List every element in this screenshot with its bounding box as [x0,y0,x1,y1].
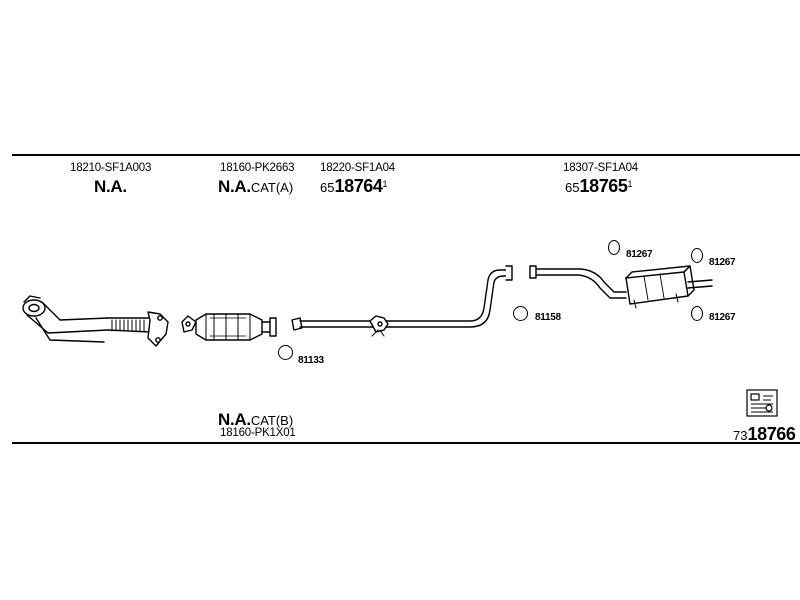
code-sup-center: 1 [382,179,388,189]
diagram-code-main: 18766 [747,424,796,444]
part-number-center-pipe: 18220-SF1A04 [320,162,395,174]
mounting-ring [513,306,528,321]
ring-ref: 81267 [709,312,736,323]
code-center-pipe: 65187641 [320,177,388,196]
code-main-rear: 18765 [579,176,628,196]
mounting-ring [691,306,703,321]
diagram-code: 7318766 [733,425,796,444]
part-number-cat-a: 18160-PK2663 [220,162,295,174]
top-rule [12,154,800,156]
diagram-code-prefix: 73 [733,428,748,443]
center-pipe [291,265,513,337]
code-main-center: 18764 [334,176,383,196]
mounting-ring [608,240,620,255]
rear-muffler [529,265,713,309]
catalytic-converter [181,313,277,341]
code-sup-rear: 1 [627,179,633,189]
ring-ref: 81267 [626,249,653,260]
part-number-downpipe: 18210-SF1A003 [70,162,152,174]
mounting-ring [278,345,293,360]
na-label-downpipe: N.A. [94,177,127,196]
cat-a-suffix: CAT(A) [250,180,294,195]
ring-ref: 81267 [709,257,736,268]
na-label-cat-b: N.A. [218,410,251,429]
ring-ref: 81133 [298,355,324,366]
na-cat-b-label: N.A.CAT(B) [218,411,293,429]
part-number-cat-b: 18160-PK1X01 [220,427,296,439]
na-label-cat-a: N.A. [218,177,251,196]
code-rear-muffler: 65187651 [565,177,633,196]
part-number-rear-muffler: 18307-SF1A04 [563,162,638,174]
bottom-rule [12,442,800,444]
code-prefix-center: 65 [320,180,335,195]
ring-ref: 81158 [535,312,561,323]
cat-b-suffix: CAT(B) [250,413,294,428]
na-cat-a-label: N.A.CAT(A) [218,178,293,196]
mounting-ring [691,248,703,263]
exhaust-downpipe [22,295,169,347]
diagram-stamp-icon [746,389,778,417]
code-prefix-rear: 65 [565,180,580,195]
